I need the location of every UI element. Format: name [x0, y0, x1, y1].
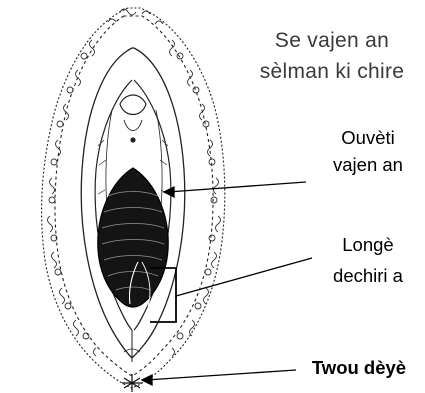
anus-mark: [122, 374, 142, 392]
opening-label-line-1: Ouvèti: [318, 124, 418, 151]
tear-leader-line: [176, 258, 312, 296]
anus-label: Twou dèyè: [298, 354, 420, 381]
anus-arrowhead: [142, 375, 152, 385]
tear-label-line-2: dechiri a: [318, 262, 418, 289]
opening-label-line-2: vajen an: [318, 151, 418, 178]
title-line-2: sèlman ki chire: [242, 57, 422, 87]
tear-label-line-1: Longè: [318, 231, 418, 258]
anus-leader-line: [146, 370, 296, 380]
opening-leader-line: [168, 182, 306, 192]
title-line-1: Se vajen an: [256, 26, 408, 56]
